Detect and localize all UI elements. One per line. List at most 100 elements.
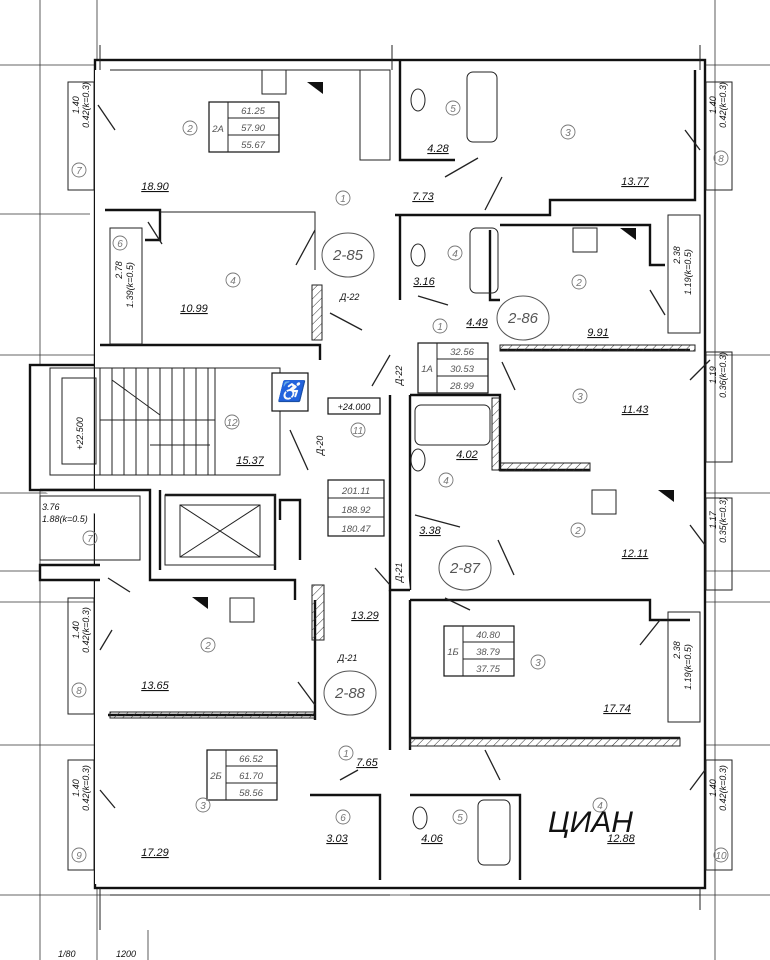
interior-walls [38, 60, 697, 880]
apartment-label: 2-88 [323, 670, 377, 716]
room-number: 7 [71, 162, 87, 178]
svg-text:1.88(k=0.5): 1.88(k=0.5) [42, 514, 88, 524]
scale-right: 1200 [116, 949, 136, 959]
svg-text:61.70: 61.70 [239, 771, 263, 782]
kitchen-hobs [192, 69, 674, 623]
room-number-markers: 2 5 3 1 4 6 4 1 2 3 12 11 4 2 2 3 1 3 6 … [71, 100, 729, 863]
svg-text:2: 2 [575, 278, 582, 289]
room-number: 8 [713, 150, 729, 166]
apartment-label: 2-86 [496, 295, 550, 341]
room-area-labels: 18.90 4.28 13.77 7.73 10.99 3.16 4.49 9.… [141, 143, 649, 859]
balcony: 1.19 0.36(k=0.3) [705, 351, 733, 463]
room-area: 17.74 [603, 703, 631, 715]
svg-text:1.19: 1.19 [708, 366, 718, 384]
door-tag: Д-21 [394, 563, 404, 583]
svg-text:2: 2 [186, 124, 193, 135]
door-tag: Д-21 [337, 653, 357, 663]
room-area: 3.38 [419, 525, 441, 537]
room-number: 6 [112, 235, 128, 251]
summary-box: 1А 32.56 30.53 28.99 [417, 342, 489, 394]
svg-text:3: 3 [577, 392, 583, 403]
room-number: 4 [447, 245, 463, 261]
apartment-label: 2-85 [321, 232, 375, 278]
svg-text:3: 3 [535, 658, 541, 669]
balcony: 1.40 0.42(k=0.3) [67, 597, 95, 715]
accessibility-icon: ♿ [278, 379, 307, 403]
room-area: 13.29 [351, 610, 379, 622]
svg-text:0.35(k=0.3): 0.35(k=0.3) [718, 497, 728, 543]
svg-text:58.56: 58.56 [239, 788, 263, 799]
room-number: 8 [71, 682, 87, 698]
room-area: 12.88 [607, 833, 635, 845]
svg-text:2-88: 2-88 [334, 685, 366, 702]
svg-text:30.53: 30.53 [450, 364, 474, 375]
svg-text:28.99: 28.99 [449, 381, 474, 392]
svg-text:4: 4 [230, 276, 236, 287]
room-area: 10.99 [180, 303, 208, 315]
balcony: 1.40 0.42(k=0.3) [67, 81, 95, 191]
svg-text:2.38: 2.38 [672, 641, 682, 660]
room-number: 11 [350, 422, 366, 438]
svg-text:66.52: 66.52 [239, 754, 263, 765]
room-number: 7 [82, 530, 98, 546]
loggia: 3.76 1.88(k=0.5) [39, 495, 141, 561]
room-area: 7.73 [412, 191, 434, 203]
landing-level-mark [61, 377, 97, 465]
svg-text:2-85: 2-85 [332, 247, 364, 264]
door-tag: Д-22 [394, 366, 404, 386]
svg-text:55.67: 55.67 [241, 140, 265, 151]
room-area: 15.37 [236, 455, 264, 467]
svg-text:4: 4 [452, 249, 458, 260]
room-number: 3 [530, 654, 546, 670]
room-area: 4.06 [421, 833, 443, 845]
svg-text:38.79: 38.79 [476, 647, 500, 658]
svg-text:12: 12 [226, 418, 238, 429]
svg-text:2А: 2А [211, 124, 224, 135]
loggia: 2.38 1.19(k=0.5) [667, 611, 701, 723]
svg-text:4: 4 [597, 801, 603, 812]
level-marks: +24.000 +22.500 [75, 397, 381, 450]
room-area: 4.28 [427, 143, 449, 155]
svg-text:180.47: 180.47 [341, 524, 371, 535]
room-area: 18.90 [141, 181, 169, 193]
svg-text:0.42(k=0.3): 0.42(k=0.3) [718, 82, 728, 128]
svg-text:5: 5 [457, 813, 463, 824]
svg-text:7: 7 [76, 166, 82, 177]
loggia: 2.78 1.39(k=0.5) [109, 227, 143, 345]
svg-text:61.25: 61.25 [241, 106, 265, 117]
loggia: 2.38 1.19(k=0.5) [667, 214, 701, 334]
svg-text:1.17: 1.17 [708, 510, 718, 529]
svg-text:37.75: 37.75 [476, 664, 500, 675]
summary-box: 1Б 40.80 38.79 37.75 [443, 625, 515, 677]
room-area: 11.43 [622, 404, 650, 416]
svg-text:0.42(k=0.3): 0.42(k=0.3) [718, 765, 728, 811]
room-number: 4 [225, 272, 241, 288]
room-area: 3.16 [413, 276, 435, 288]
door-tags: Д-22 Д-22 Д-20 Д-21 Д-21 [315, 292, 404, 663]
room-area: 17.29 [141, 847, 169, 859]
svg-text:1.40: 1.40 [71, 779, 81, 797]
balcony: 1.40 0.42(k=0.3) [705, 81, 733, 191]
room-number: 3 [195, 797, 211, 813]
apartment-label: 2-87 [438, 545, 492, 591]
svg-text:1.40: 1.40 [71, 621, 81, 639]
summary-box: 2Б 66.52 61.70 58.56 [206, 749, 278, 801]
watermark: ЦИАН [548, 806, 633, 839]
svg-text:2: 2 [574, 526, 581, 537]
svg-text:11: 11 [353, 426, 363, 437]
plumbing-fixtures [410, 71, 511, 866]
svg-text:57.90: 57.90 [241, 123, 265, 134]
svg-text:6: 6 [117, 239, 123, 250]
floor-level-label: +24.000 [338, 402, 371, 412]
svg-text:2.38: 2.38 [672, 246, 682, 265]
svg-text:188.92: 188.92 [341, 505, 371, 516]
svg-text:7: 7 [87, 534, 93, 545]
scale-notes: 1/80 1200 [58, 949, 136, 959]
room-number: 4 [592, 797, 608, 813]
room-number: 9 [71, 847, 87, 863]
room-number: 1 [432, 318, 448, 334]
svg-text:1: 1 [340, 194, 346, 205]
room-number: 1 [335, 190, 351, 206]
room-number: 2 [182, 120, 198, 136]
